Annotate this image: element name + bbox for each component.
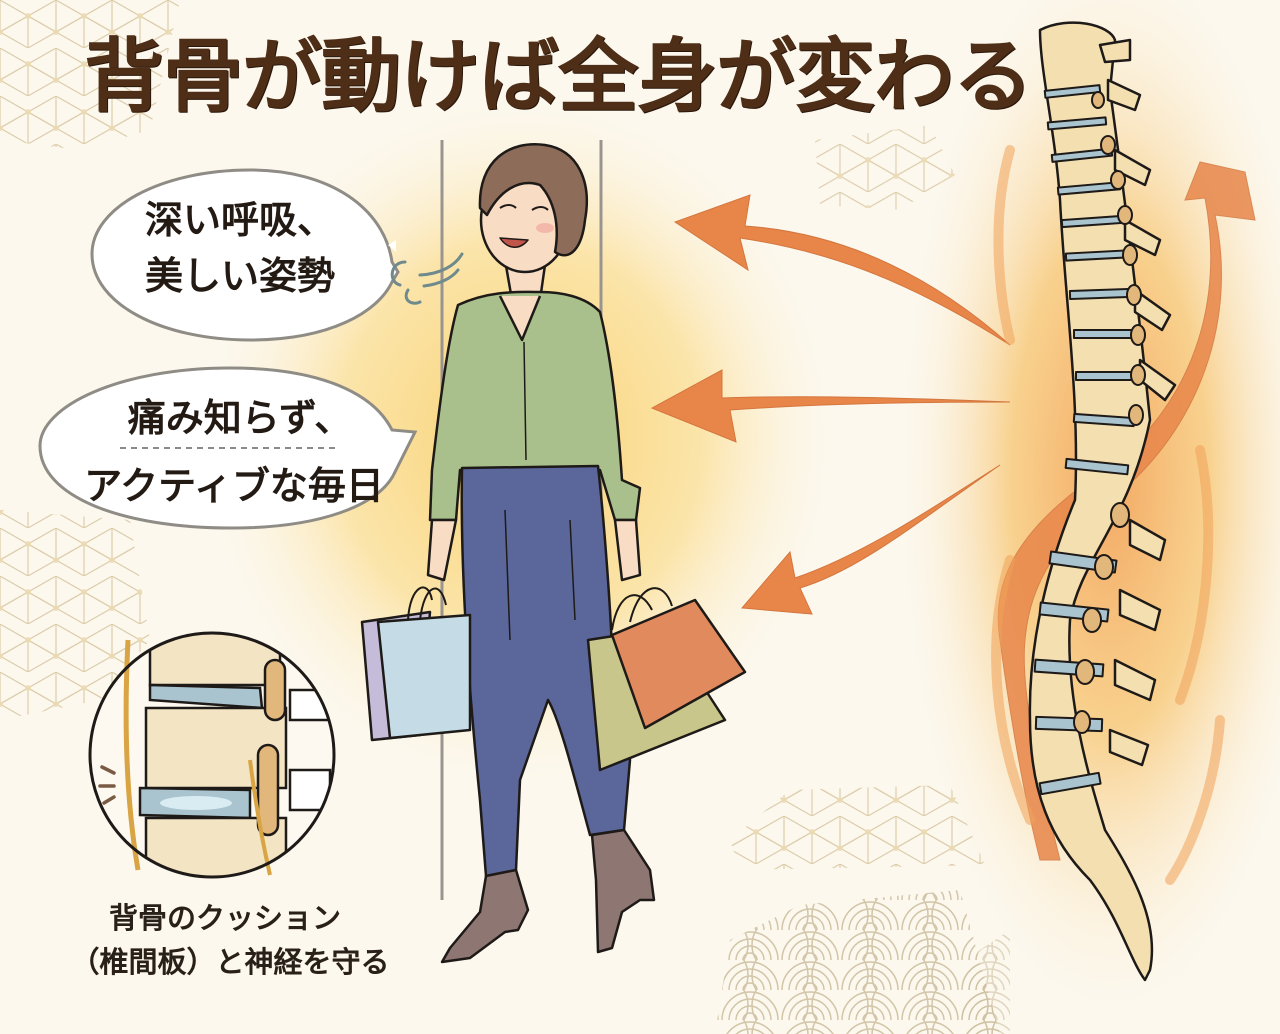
bubble1-line2: 美しい姿勢 (144, 254, 335, 298)
inset-caption-line1: 背骨のクッション (108, 901, 341, 935)
asanoha-pattern-bottom (730, 785, 985, 870)
spine-illustration (1028, 21, 1177, 982)
arrow-top-icon (673, 194, 1011, 346)
asanoha-pattern-center (815, 125, 955, 210)
woman-figure (360, 143, 747, 964)
asanoha-pattern-left (0, 510, 150, 720)
inset-caption-line2: （椎間板）と神経を守る (70, 945, 390, 979)
speech-bubble-breathing (90, 168, 400, 342)
breath-icon (390, 252, 464, 305)
arrow-bottom-icon (740, 464, 1001, 615)
heat-glow-icon (991, 145, 1225, 885)
shopping-bag-right (586, 587, 747, 772)
pain-lines-icon (98, 765, 116, 805)
bubble2-line2: アクティブな毎日 (84, 464, 384, 508)
bubble2-line1: 痛み知らず、 (127, 396, 353, 440)
seigaiha-pattern-bottom (715, 890, 1000, 1034)
bubble1-line1: 深い呼吸、 (144, 198, 335, 242)
speech-bubble-active (38, 366, 418, 530)
shopping-bag-left (360, 586, 472, 742)
asanoha-pattern-top-left (0, 0, 180, 150)
arrow-middle-icon (650, 369, 1011, 443)
page-title: 背骨が動けば全身が変わる (84, 29, 1033, 123)
